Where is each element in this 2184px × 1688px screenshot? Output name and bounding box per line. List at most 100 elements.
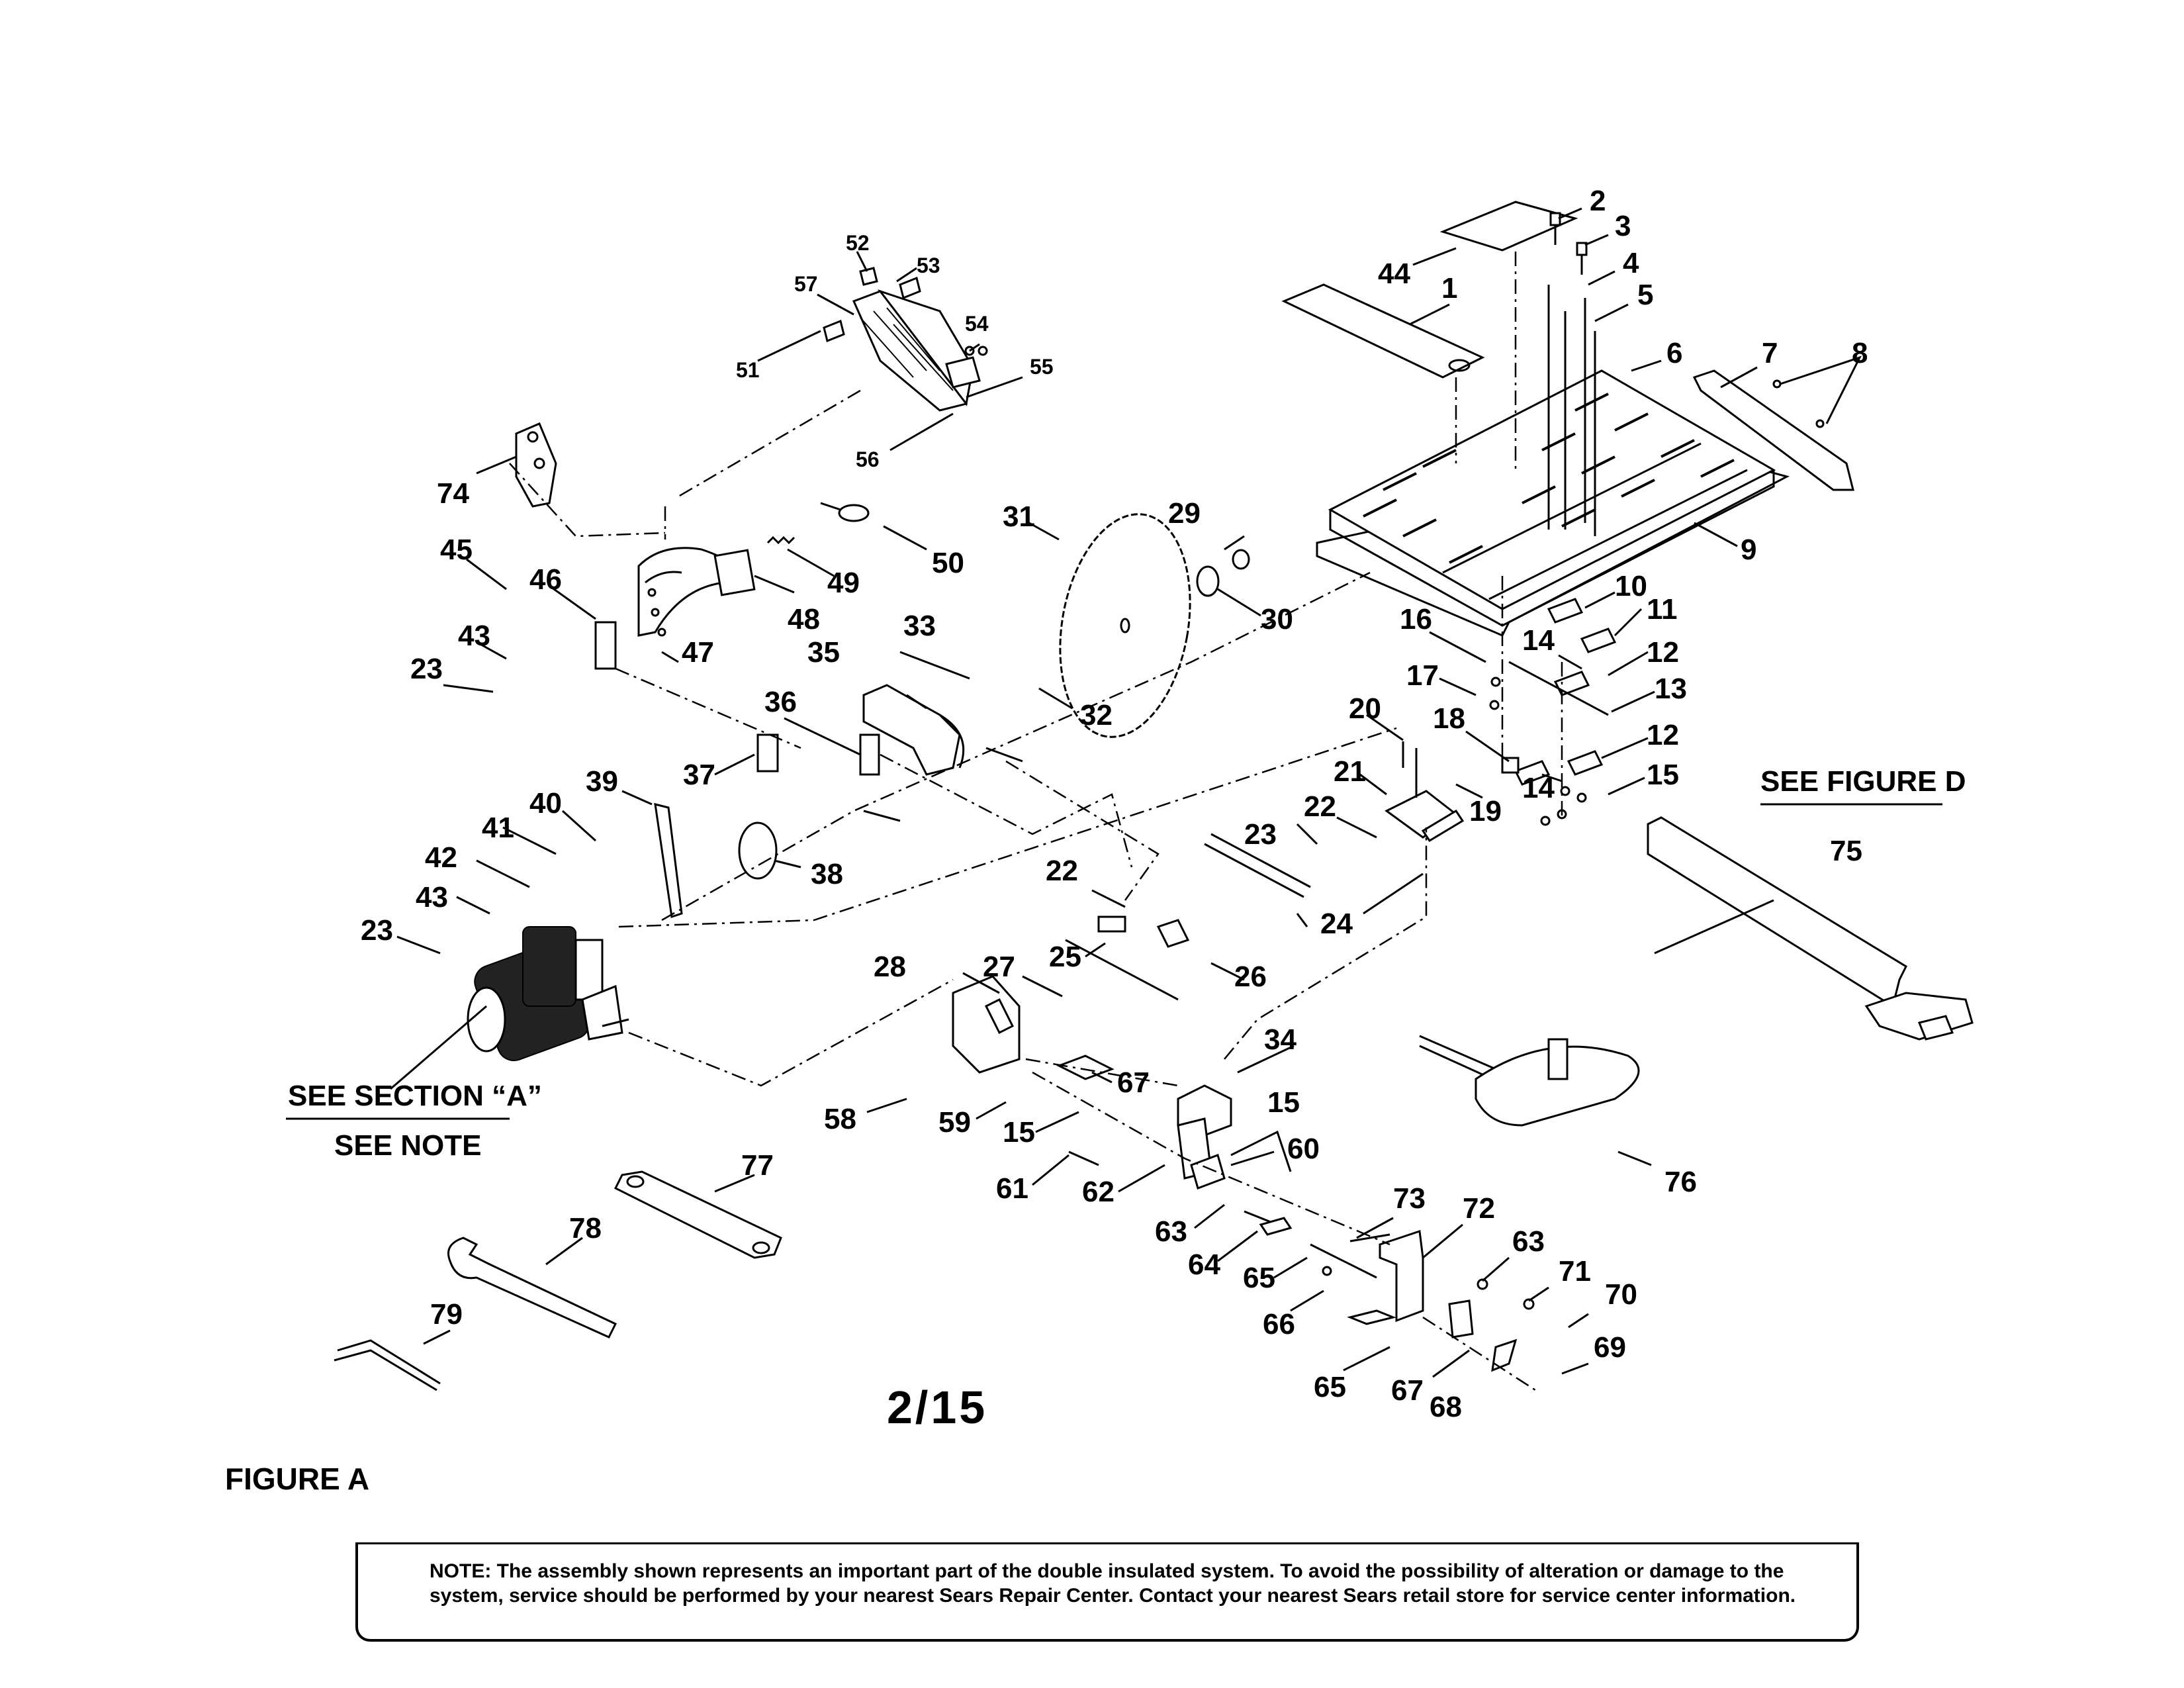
callout-numbers: 1 2 3 4 5 6 7 8 9 10 11 12 13 14 12 14 1…: [361, 185, 1868, 1423]
callout-48: 48: [788, 603, 820, 635]
callout-73: 73: [1393, 1182, 1426, 1215]
callout-58: 58: [824, 1103, 856, 1135]
side-rail: [1647, 816, 1974, 1041]
note-box: NOTE: The assembly shown represents an i…: [355, 1542, 1859, 1642]
callout-19: 19: [1469, 795, 1502, 827]
callout-52: 52: [846, 231, 870, 255]
callout-6: 6: [1666, 337, 1682, 369]
callout-54: 54: [965, 312, 989, 336]
callout-35: 35: [807, 636, 840, 669]
figure-title: FIGURE A: [225, 1462, 369, 1496]
callout-43b: 43: [416, 881, 448, 914]
callout-67b: 67: [1117, 1066, 1150, 1099]
callout-50: 50: [932, 547, 964, 579]
callout-23: 23: [1244, 818, 1277, 851]
callout-15c: 15: [1267, 1086, 1300, 1119]
height-bracket: [1177, 1084, 1232, 1190]
callout-57: 57: [794, 272, 818, 296]
extension-rail: [1692, 369, 1854, 491]
callout-22b: 22: [1046, 855, 1078, 887]
callout-62: 62: [1082, 1176, 1115, 1208]
callout-41: 41: [482, 812, 514, 844]
callout-78: 78: [569, 1212, 602, 1244]
callout-37: 37: [683, 759, 715, 791]
callout-63: 63: [1155, 1215, 1187, 1248]
throat-plate: [1281, 283, 1485, 379]
callout-15b: 15: [1003, 1116, 1035, 1149]
callout-15: 15: [1647, 759, 1679, 791]
callout-10: 10: [1615, 570, 1647, 602]
callout-28: 28: [874, 951, 906, 983]
callout-44: 44: [1378, 258, 1410, 290]
callout-14: 14: [1522, 624, 1555, 657]
callout-33: 33: [903, 610, 936, 642]
callout-49: 49: [827, 567, 860, 599]
callout-26: 26: [1234, 961, 1267, 993]
callout-12b: 12: [1647, 719, 1679, 751]
spacer-plate: [594, 621, 617, 670]
callout-51: 51: [736, 358, 760, 382]
callout-61: 61: [996, 1172, 1028, 1205]
page-number: 2/15: [887, 1382, 987, 1433]
reference-labels: SEE FIGURE D SEE SECTION “A” SEE NOTE: [286, 765, 1966, 1162]
callout-63b: 63: [1512, 1225, 1545, 1258]
callout-53: 53: [917, 254, 940, 277]
callout-75: 75: [1830, 835, 1862, 867]
fence-rail-clamps: [1489, 598, 1617, 826]
callout-2: 2: [1590, 185, 1606, 217]
callout-27: 27: [983, 951, 1015, 983]
callout-72: 72: [1463, 1192, 1495, 1225]
callout-31: 31: [1003, 500, 1035, 533]
callout-46: 46: [529, 563, 562, 596]
callout-56: 56: [856, 447, 880, 471]
callout-16: 16: [1400, 603, 1432, 635]
tilt-bracket: [1385, 741, 1520, 843]
miter-gauge: [1419, 1035, 1640, 1127]
see-section-a-label: SEE SECTION “A”: [288, 1080, 542, 1112]
callout-11: 11: [1647, 593, 1678, 626]
callout-65: 65: [1243, 1262, 1275, 1294]
callout-40: 40: [529, 787, 562, 820]
callout-3: 3: [1615, 210, 1631, 242]
callout-74: 74: [437, 477, 469, 510]
callout-47: 47: [682, 636, 714, 669]
see-figure-d-label: SEE FIGURE D: [1760, 765, 1966, 798]
callout-9: 9: [1741, 534, 1756, 566]
callout-22: 22: [1304, 790, 1336, 823]
callout-77: 77: [741, 1149, 774, 1182]
note-text: NOTE: The assembly shown represents an i…: [430, 1560, 1796, 1607]
callout-59: 59: [938, 1106, 971, 1139]
callout-45: 45: [440, 534, 473, 566]
callout-18: 18: [1433, 702, 1465, 735]
callout-60: 60: [1287, 1133, 1320, 1165]
warning-label: [1439, 201, 1578, 252]
see-note-label: SEE NOTE: [334, 1129, 482, 1162]
callout-38: 38: [811, 858, 843, 890]
leader-lines: [390, 207, 1862, 1378]
bracket-plate: [756, 733, 779, 773]
blade-washer: [1196, 565, 1220, 597]
callout-66: 66: [1263, 1308, 1295, 1340]
callout-34: 34: [1264, 1023, 1297, 1056]
callout-32: 32: [1080, 699, 1113, 731]
callout-4: 4: [1623, 247, 1639, 279]
callout-23c: 23: [361, 914, 393, 947]
mount-bracket: [1347, 1229, 1535, 1372]
callout-69: 69: [1594, 1331, 1626, 1364]
flange-38: [738, 821, 778, 880]
lock-knob: [820, 502, 870, 522]
callout-25: 25: [1049, 941, 1081, 973]
callout-23b: 23: [410, 653, 443, 685]
anti-kickback-pawl: [515, 422, 557, 508]
callout-42: 42: [425, 841, 457, 874]
spring: [766, 536, 796, 545]
callout-1: 1: [1441, 272, 1457, 305]
callout-5: 5: [1637, 279, 1653, 311]
callout-79: 79: [430, 1298, 463, 1331]
shaft-assembly: [1068, 1150, 1377, 1279]
callout-24: 24: [1320, 908, 1353, 940]
blade-guard: [823, 267, 988, 412]
callout-21: 21: [1334, 755, 1366, 788]
elevation-assembly: [952, 833, 1311, 1080]
